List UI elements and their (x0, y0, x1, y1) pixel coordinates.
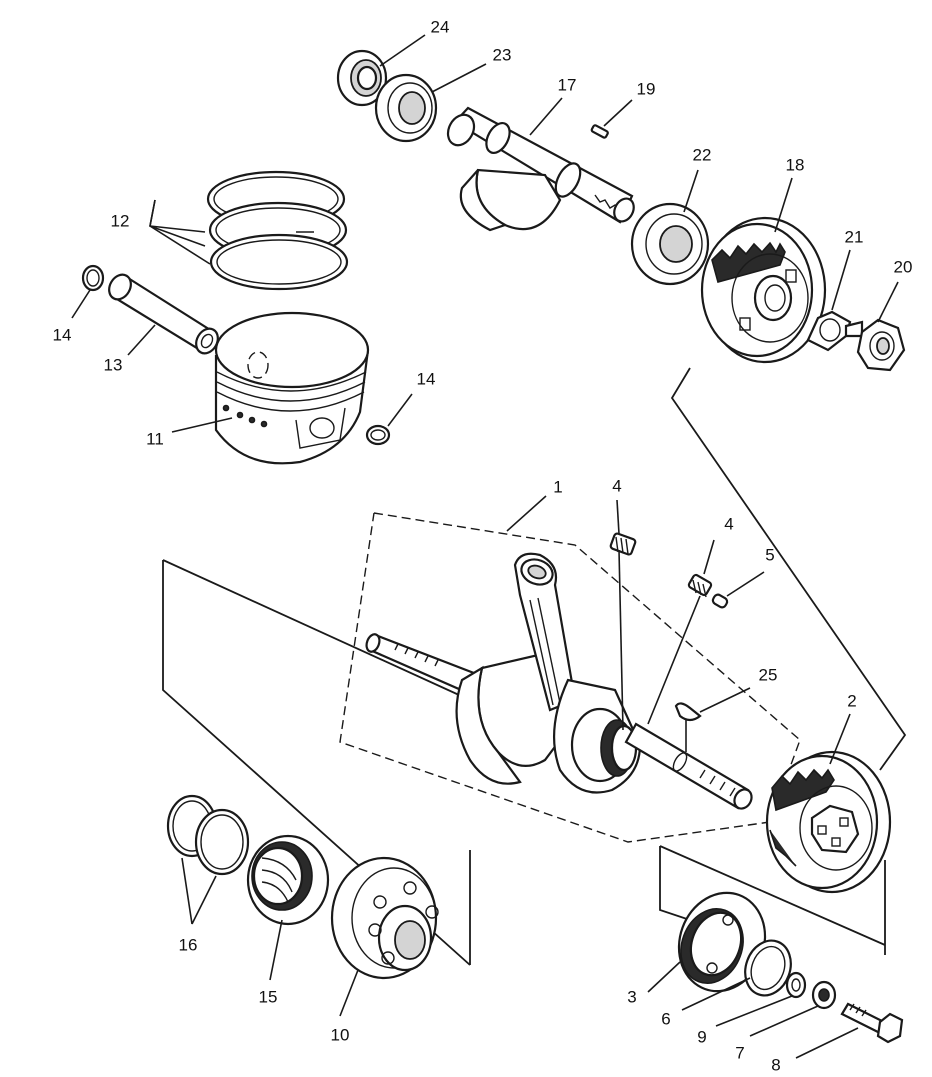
oil-seal-15 (246, 834, 330, 926)
callout-13: 13 (104, 355, 123, 374)
callout-9: 9 (697, 1027, 706, 1046)
washer-9 (785, 971, 807, 999)
pin-clip-right (365, 424, 391, 446)
callout-25: 25 (759, 665, 778, 684)
callout-1: 1 (553, 477, 562, 496)
oil-seal-24 (336, 49, 388, 107)
balancer-shaft (446, 106, 635, 232)
callout-18: 18 (786, 155, 805, 174)
shim-rings-16 (166, 794, 250, 876)
woodruff-key-19 (590, 124, 609, 139)
callout-7: 7 (735, 1043, 744, 1062)
bearing-22 (630, 202, 710, 286)
lock-washer-21 (806, 310, 864, 352)
piston-pin (108, 273, 219, 355)
bearing-23 (374, 73, 438, 143)
callout-23: 23 (493, 45, 512, 64)
callout-16: 16 (179, 935, 198, 954)
balancer-gear-18 (700, 216, 827, 364)
callout-8: 8 (771, 1055, 780, 1074)
callout-20: 20 (894, 257, 913, 276)
spring-4-upper (609, 532, 637, 556)
callout-10: 10 (331, 1025, 350, 1044)
callout-3: 3 (627, 987, 636, 1006)
callout-17: 17 (558, 75, 577, 94)
callout-14-left: 14 (53, 325, 72, 344)
callout-11: 11 (146, 429, 164, 448)
circlip-6 (744, 939, 792, 997)
callout-4-lower: 4 (724, 514, 733, 533)
washer-7 (811, 980, 837, 1010)
callout-5: 5 (765, 545, 774, 564)
callout-19: 19 (637, 79, 656, 98)
spring-4-lower (687, 573, 713, 598)
piston-rings (206, 170, 349, 291)
callout-14-right: 14 (417, 369, 436, 388)
piston (214, 311, 370, 465)
leader-lines (71, 34, 899, 1059)
callout-labels: 24 23 17 19 22 18 21 20 12 14 13 11 14 1… (53, 17, 913, 1074)
crankshaft (365, 552, 753, 810)
callout-4-upper: 4 (612, 476, 621, 495)
callout-24: 24 (431, 17, 450, 36)
callout-21: 21 (845, 227, 864, 246)
plate-3 (677, 891, 767, 993)
callout-2: 2 (847, 691, 856, 710)
gear-group-frame (659, 845, 886, 955)
callout-15: 15 (259, 987, 278, 1006)
bearing-10 (330, 856, 439, 980)
callout-6: 6 (661, 1009, 670, 1028)
pin-clip-left (81, 264, 105, 292)
key-25 (674, 702, 702, 722)
callout-12: 12 (111, 211, 130, 230)
bolt-8 (840, 1002, 904, 1044)
crank-gear-2 (765, 750, 892, 894)
pin-5 (711, 593, 729, 609)
callout-22: 22 (693, 145, 712, 164)
nut-20 (856, 318, 906, 372)
cam-gear-link-line (670, 367, 907, 771)
